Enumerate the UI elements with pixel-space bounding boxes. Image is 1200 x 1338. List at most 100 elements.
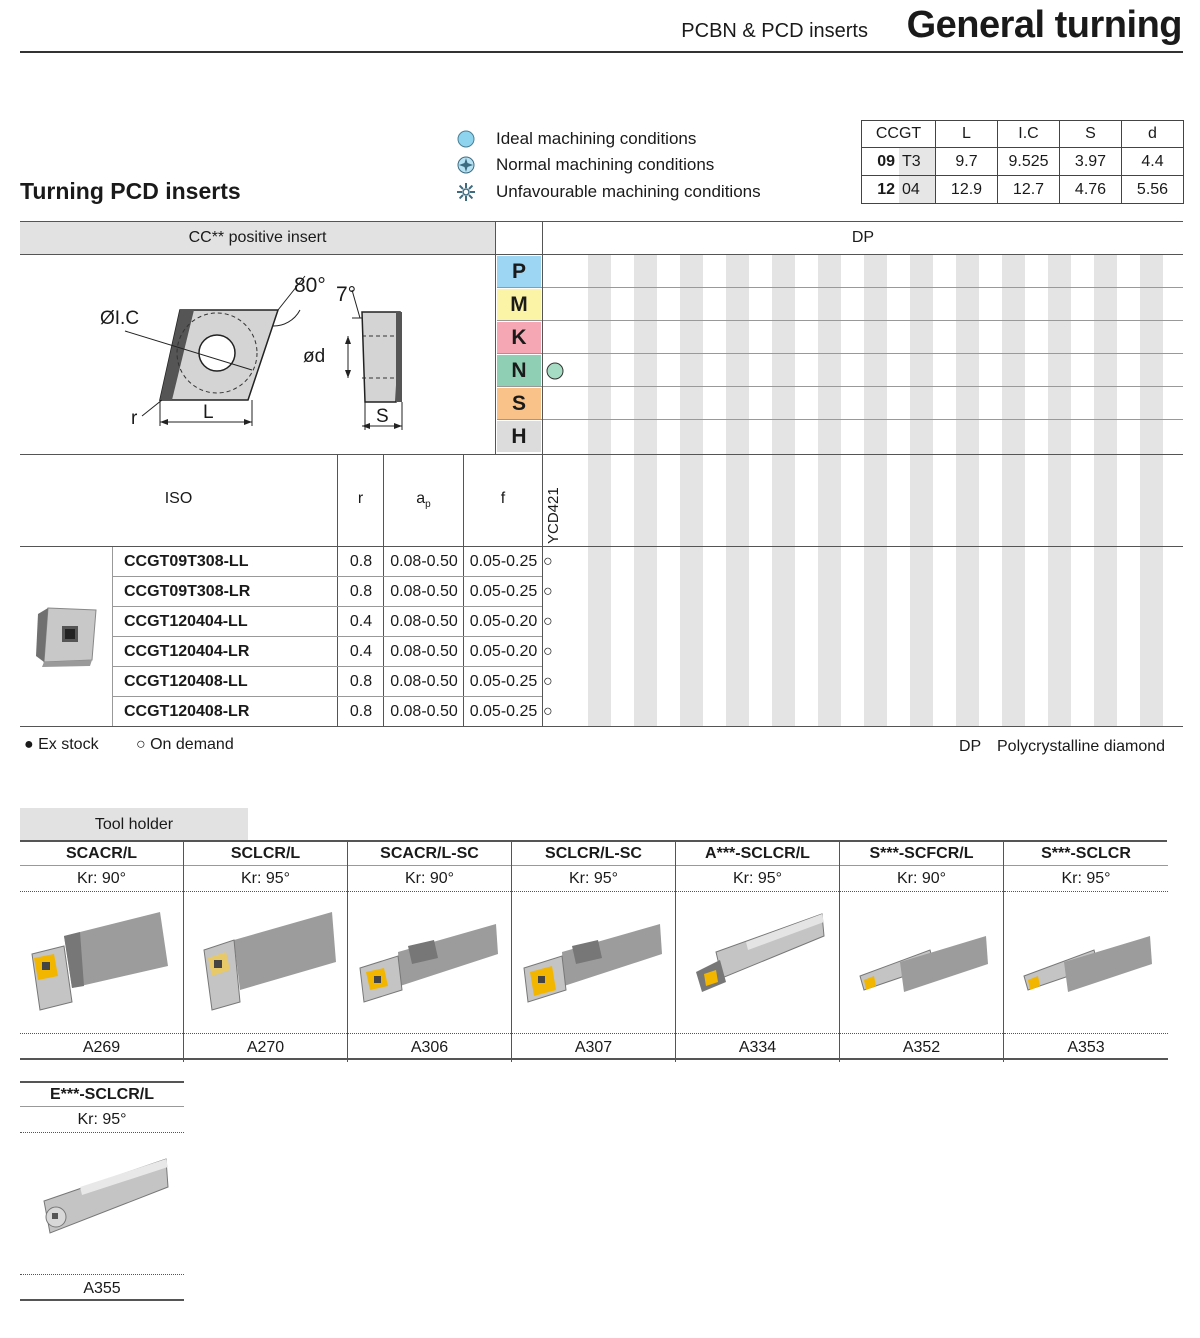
unfavourable-star-icon	[457, 183, 475, 201]
dimension-l: 12.9	[935, 175, 998, 204]
tool-holder-name: S***-SCFCR/L	[840, 842, 1003, 866]
insert-depth-of-cut: 0.08-0.50	[390, 583, 458, 600]
diagram-clearance-label: 7°	[336, 283, 357, 306]
insert-radius: 0.8	[349, 673, 373, 690]
column-ap: ap	[416, 490, 431, 511]
material-n: N	[497, 355, 541, 386]
tool-holder-page-link[interactable]: A355	[20, 1275, 184, 1301]
catalog-title: General turning	[906, 4, 1183, 46]
material-k: K	[497, 322, 541, 353]
insert-feed: 0.05-0.25	[469, 703, 538, 720]
dimension-col-l: L	[935, 120, 998, 148]
tool-holder-image	[20, 892, 183, 1034]
tool-holder-page-link[interactable]: A270	[184, 1034, 347, 1060]
tool-holder-image	[676, 892, 839, 1034]
diagram-s-label: S	[376, 406, 389, 427]
insert-header-label: CC** positive insert	[188, 229, 327, 246]
legend-ideal-label: Ideal machining conditions	[496, 129, 697, 148]
grade-column-stripe	[910, 255, 933, 726]
tool-holder-name: SCLCR/L-SC	[512, 842, 675, 866]
tool-holder-page-link[interactable]: A352	[840, 1034, 1003, 1060]
tool-holder-image	[840, 892, 1003, 1034]
insert-depth-of-cut: 0.08-0.50	[390, 673, 458, 690]
insert-availability: ○	[543, 673, 553, 690]
diagram-angle-label: 80°	[294, 274, 326, 297]
legend-on-demand: ○ On demand	[136, 736, 234, 753]
catalog-subtitle: PCBN & PCD inserts	[681, 20, 868, 42]
tool-holder-kr: Kr: 90°	[840, 866, 1003, 892]
diagram-l-label: L	[203, 402, 214, 423]
tool-holder-name: SCACR/L-SC	[348, 842, 511, 866]
grade-header-label: DP	[851, 229, 875, 246]
tool-holder-name: SCACR/L	[20, 842, 183, 866]
grade-column-stripe	[588, 255, 611, 726]
section-title: Turning PCD inserts	[20, 178, 241, 204]
insert-depth-of-cut: 0.08-0.50	[390, 643, 458, 660]
insert-iso-code: CCGT09T308-LL	[124, 553, 249, 570]
dimension-col-s: S	[1059, 120, 1122, 148]
dimension-l: 9.7	[935, 147, 998, 176]
dimension-table: CCGT L I.C S d 09 T3 9.7 9.525 3.97 4.4 …	[861, 120, 1184, 204]
insert-depth-of-cut: 0.08-0.50	[390, 703, 458, 720]
legend-unfavourable: Unfavourable machining conditions	[456, 181, 761, 203]
insert-radius: 0.8	[349, 583, 373, 600]
tool-holder-page-link[interactable]: A269	[20, 1034, 183, 1060]
tool-holder-name: E***-SCLCR/L	[20, 1083, 184, 1107]
tool-holder-kr: Kr: 95°	[512, 866, 675, 892]
tool-holder-page-link[interactable]: A334	[676, 1034, 839, 1060]
material-s: S	[497, 388, 541, 419]
legend-normal-label: Normal machining conditions	[496, 155, 715, 174]
insert-radius: 0.4	[349, 613, 373, 630]
tool-holder-page-link[interactable]: A353	[1004, 1034, 1168, 1060]
dimension-row: 12 04 12.9 12.7 4.76 5.56	[861, 175, 1184, 204]
tool-holder-name: A***-SCLCR/L	[676, 842, 839, 866]
insert-product-image	[36, 607, 97, 667]
legend-unfavourable-label: Unfavourable machining conditions	[496, 182, 761, 201]
legend-ideal: Ideal machining conditions	[456, 128, 696, 150]
grade-column-stripe	[726, 255, 749, 726]
tool-holder-name: S***-SCLCR	[1004, 842, 1168, 866]
tool-holder-image	[184, 892, 347, 1034]
tool-holder-kr: Kr: 95°	[1004, 866, 1168, 892]
dimension-d: 4.4	[1121, 147, 1184, 176]
insert-thickness-code: 04	[899, 176, 935, 203]
ideal-circle-icon	[546, 362, 564, 380]
legend-dp-abbr: DP	[959, 738, 982, 755]
tool-holder-image	[512, 892, 675, 1034]
tool-holder-page-link[interactable]: A306	[348, 1034, 511, 1060]
tool-holder-name: SCLCR/L	[184, 842, 347, 866]
tool-holder-kr: Kr: 90°	[20, 866, 183, 892]
legend-normal: Normal machining conditions	[456, 154, 714, 176]
insert-iso-code: CCGT120404-LR	[124, 643, 250, 660]
insert-thickness-code: T3	[899, 148, 935, 175]
dimension-table-header: CCGT L I.C S d	[861, 120, 1184, 148]
tool-holder-kr: Kr: 95°	[20, 1107, 184, 1133]
grade-column-stripe	[680, 255, 703, 726]
grade-column-stripe	[1048, 255, 1071, 726]
insert-depth-of-cut: 0.08-0.50	[390, 553, 458, 570]
legend-dp-full: Polycrystalline diamond	[997, 738, 1166, 755]
insert-availability: ○	[543, 553, 553, 570]
grade-column-stripe	[818, 255, 841, 726]
dimension-d: 5.56	[1121, 175, 1184, 204]
dimension-ic: 12.7	[997, 175, 1060, 204]
dimension-col-ic: I.C	[997, 120, 1060, 148]
insert-iso-code: CCGT120408-LL	[124, 673, 248, 690]
insert-feed: 0.05-0.20	[469, 643, 538, 660]
insert-availability: ○	[543, 703, 553, 720]
tool-holder-page-link[interactable]: A307	[512, 1034, 675, 1060]
tool-holder-image	[20, 1133, 184, 1275]
grade-column-stripe	[1094, 255, 1117, 726]
